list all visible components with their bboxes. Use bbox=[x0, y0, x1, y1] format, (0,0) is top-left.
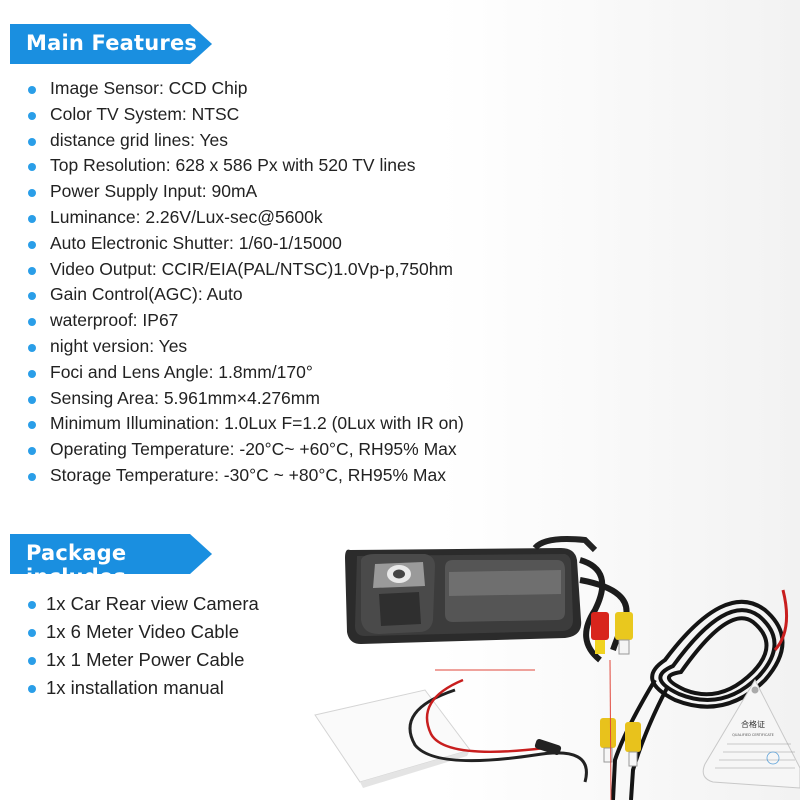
certificate-title: 合格证 bbox=[741, 719, 765, 729]
rca-connector-yellow bbox=[615, 612, 633, 655]
feature-item: waterproof: IP67 bbox=[28, 308, 464, 334]
rca-connector-red bbox=[591, 612, 609, 654]
package-title: Package includes bbox=[26, 541, 127, 589]
feature-item: Image Sensor: CCD Chip bbox=[28, 76, 464, 102]
certificate-subtitle: QUALIFIED CERTIFICATE bbox=[732, 733, 774, 737]
main-features-banner: Main Features bbox=[10, 24, 212, 64]
feature-item: night version: Yes bbox=[28, 334, 464, 360]
feature-item: Foci and Lens Angle: 1.8mm/170° bbox=[28, 360, 464, 386]
package-list: 1x Car Rear view Camera 1x 6 Meter Video… bbox=[28, 590, 259, 702]
product-photo: 合格证 QUALIFIED CERTIFICATE bbox=[314, 536, 800, 800]
qualified-certificate-tag: 合格证 QUALIFIED CERTIFICATE bbox=[702, 678, 800, 789]
package-item: 1x 1 Meter Power Cable bbox=[28, 646, 259, 674]
feature-item: Storage Temperature: -30°C ~ +80°C, RH95… bbox=[28, 463, 464, 489]
feature-item: Minimum Illumination: 1.0Lux F=1.2 (0Lux… bbox=[28, 411, 464, 437]
feature-item: Color TV System: NTSC bbox=[28, 102, 464, 128]
feature-item: Sensing Area: 5.961mm×4.276mm bbox=[28, 386, 464, 412]
feature-item: Auto Electronic Shutter: 1/60-1/15000 bbox=[28, 231, 464, 257]
feature-item: Gain Control(AGC): Auto bbox=[28, 282, 464, 308]
feature-item: Top Resolution: 628 x 586 Px with 520 TV… bbox=[28, 153, 464, 179]
feature-item: Power Supply Input: 90mA bbox=[28, 179, 464, 205]
package-item: 1x 6 Meter Video Cable bbox=[28, 618, 259, 646]
package-item: 1x Car Rear view Camera bbox=[28, 590, 259, 618]
feature-item: Operating Temperature: -20°C~ +60°C, RH9… bbox=[28, 437, 464, 463]
installation-manual bbox=[314, 689, 471, 788]
package-banner: Package includes bbox=[10, 534, 212, 574]
features-list: Image Sensor: CCD Chip Color TV System: … bbox=[28, 76, 464, 489]
feature-item: Video Output: CCIR/EIA(PAL/NTSC)1.0Vp-p,… bbox=[28, 257, 464, 283]
package-item: 1x installation manual bbox=[28, 674, 259, 702]
camera-housing bbox=[345, 536, 598, 644]
feature-item: Luminance: 2.26V/Lux-sec@5600k bbox=[28, 205, 464, 231]
main-features-title: Main Features bbox=[26, 31, 198, 55]
feature-item: distance grid lines: Yes bbox=[28, 128, 464, 154]
power-cable bbox=[408, 678, 588, 783]
